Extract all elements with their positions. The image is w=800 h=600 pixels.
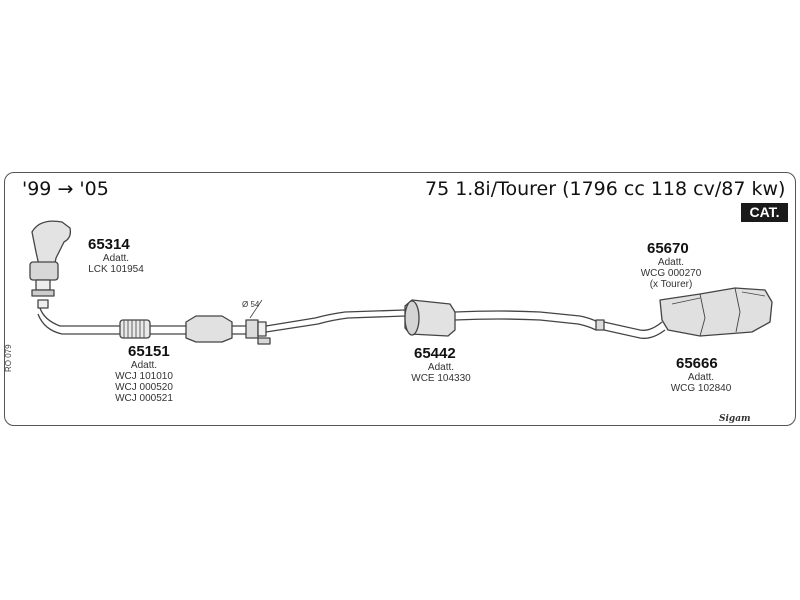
- rear-silencer-icon: [659, 287, 773, 337]
- model-title: 75 1.8i/Tourer (1796 cc 118 cv/87 kw): [425, 178, 786, 200]
- part-variant: (x Tourer): [649, 279, 693, 290]
- middle-silencer-icon: [404, 299, 456, 337]
- part-ref: WCE 104330: [411, 373, 471, 384]
- part-adapt-label: Adatt.: [687, 372, 715, 383]
- cat-badge: CAT.: [741, 203, 788, 222]
- pipe-diameter-label: Ø 54: [242, 300, 260, 309]
- part-code-65314: 65314: [88, 236, 130, 253]
- part-note-65151: Adatt. WCJ 101010 WCJ 000520 WCJ 000521: [103, 360, 185, 404]
- part-note-65314: Adatt. LCK 101954: [80, 253, 152, 275]
- part-adapt-label: Adatt.: [130, 360, 158, 371]
- part-adapt-label: Adatt.: [657, 257, 685, 268]
- part-ref: WCG 102840: [670, 383, 732, 394]
- part-adapt-label: Adatt.: [102, 253, 130, 264]
- part-code-65670: 65670: [647, 240, 689, 257]
- clamp-icon: [245, 319, 271, 345]
- part-adapt-label: Adatt.: [427, 362, 455, 373]
- diagram-ref-label: RO 079: [4, 344, 13, 372]
- part-note-65670: Adatt. WCG 000270 (x Tourer): [630, 257, 712, 290]
- part-note-65442: Adatt. WCE 104330: [400, 362, 482, 384]
- part-note-65666: Adatt. WCG 102840: [660, 372, 742, 394]
- part-code-65666: 65666: [676, 355, 718, 372]
- catalytic-converter-icon: [119, 315, 246, 343]
- part-ref: WCJ 101010: [115, 371, 173, 382]
- exhaust-manifold-icon: [29, 220, 72, 309]
- part-code-65442: 65442: [414, 345, 456, 362]
- brand-logo: Sigam: [719, 414, 751, 424]
- part-ref: WCG 000270: [640, 268, 702, 279]
- part-ref: WCJ 000520: [115, 382, 173, 393]
- part-ref: WCJ 000521: [115, 393, 173, 404]
- year-range: '99 → '05: [22, 178, 109, 200]
- part-ref: LCK 101954: [88, 264, 144, 275]
- part-code-65151: 65151: [128, 343, 170, 360]
